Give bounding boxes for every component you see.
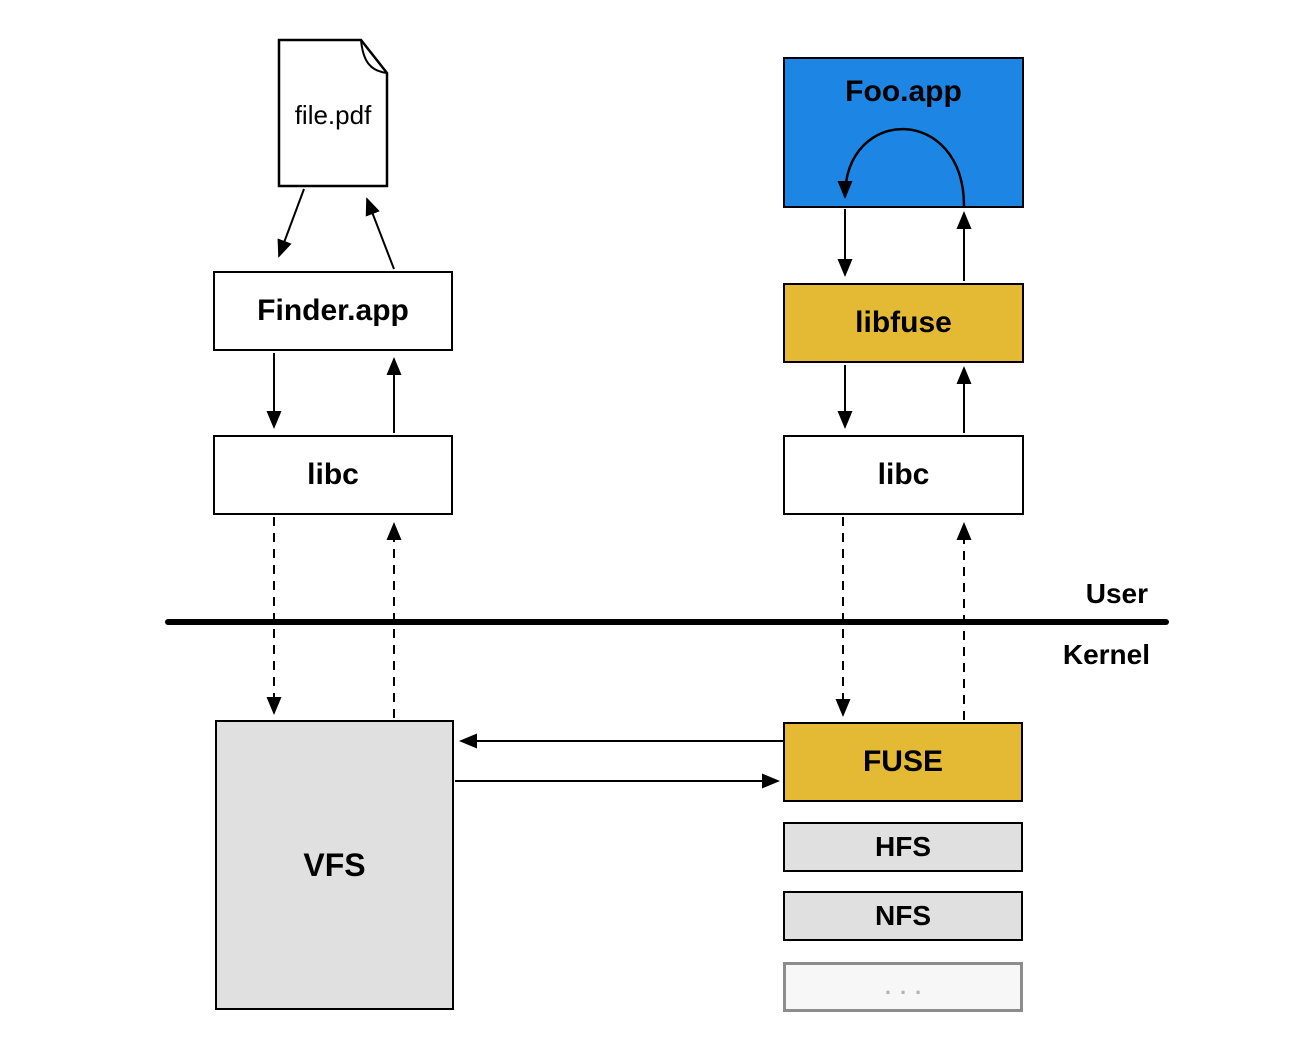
foo-app-box: Foo.app: [783, 57, 1024, 208]
libc-right-label: libc: [877, 458, 930, 491]
libc-right-box: libc: [783, 435, 1024, 515]
finder-app-label: Finder.app: [257, 294, 409, 327]
page-dogear-icon: [277, 38, 389, 188]
arrow-finder-to-file: [365, 197, 395, 270]
vfs-box: VFS: [215, 720, 454, 1010]
other-filesystems-box: ...: [783, 962, 1023, 1012]
arrow-file-to-finder: [277, 188, 305, 258]
libc-left-label: libc: [307, 458, 359, 491]
page-fold: [360, 39, 388, 74]
foo-app-label: Foo.app: [845, 75, 962, 108]
hfs-box: HFS: [783, 822, 1023, 872]
hfs-label: HFS: [875, 831, 931, 862]
kernel-space-label: Kernel: [1062, 639, 1150, 670]
page-outline: [277, 38, 389, 188]
user-space-label: User: [1085, 578, 1148, 609]
nfs-label: NFS: [875, 900, 931, 931]
fuse-box: FUSE: [783, 722, 1023, 802]
finder-app-box: Finder.app: [213, 271, 453, 351]
libc-left-box: libc: [213, 435, 453, 515]
libfuse-label: libfuse: [855, 306, 952, 339]
file-document-icon: file.pdf: [277, 38, 389, 188]
nfs-box: NFS: [783, 891, 1023, 941]
vfs-label: VFS: [303, 846, 366, 883]
file-label: file.pdf: [294, 100, 372, 130]
ellipsis-label: ...: [884, 974, 931, 999]
fuse-label: FUSE: [862, 745, 943, 778]
libfuse-box: libfuse: [783, 283, 1024, 363]
